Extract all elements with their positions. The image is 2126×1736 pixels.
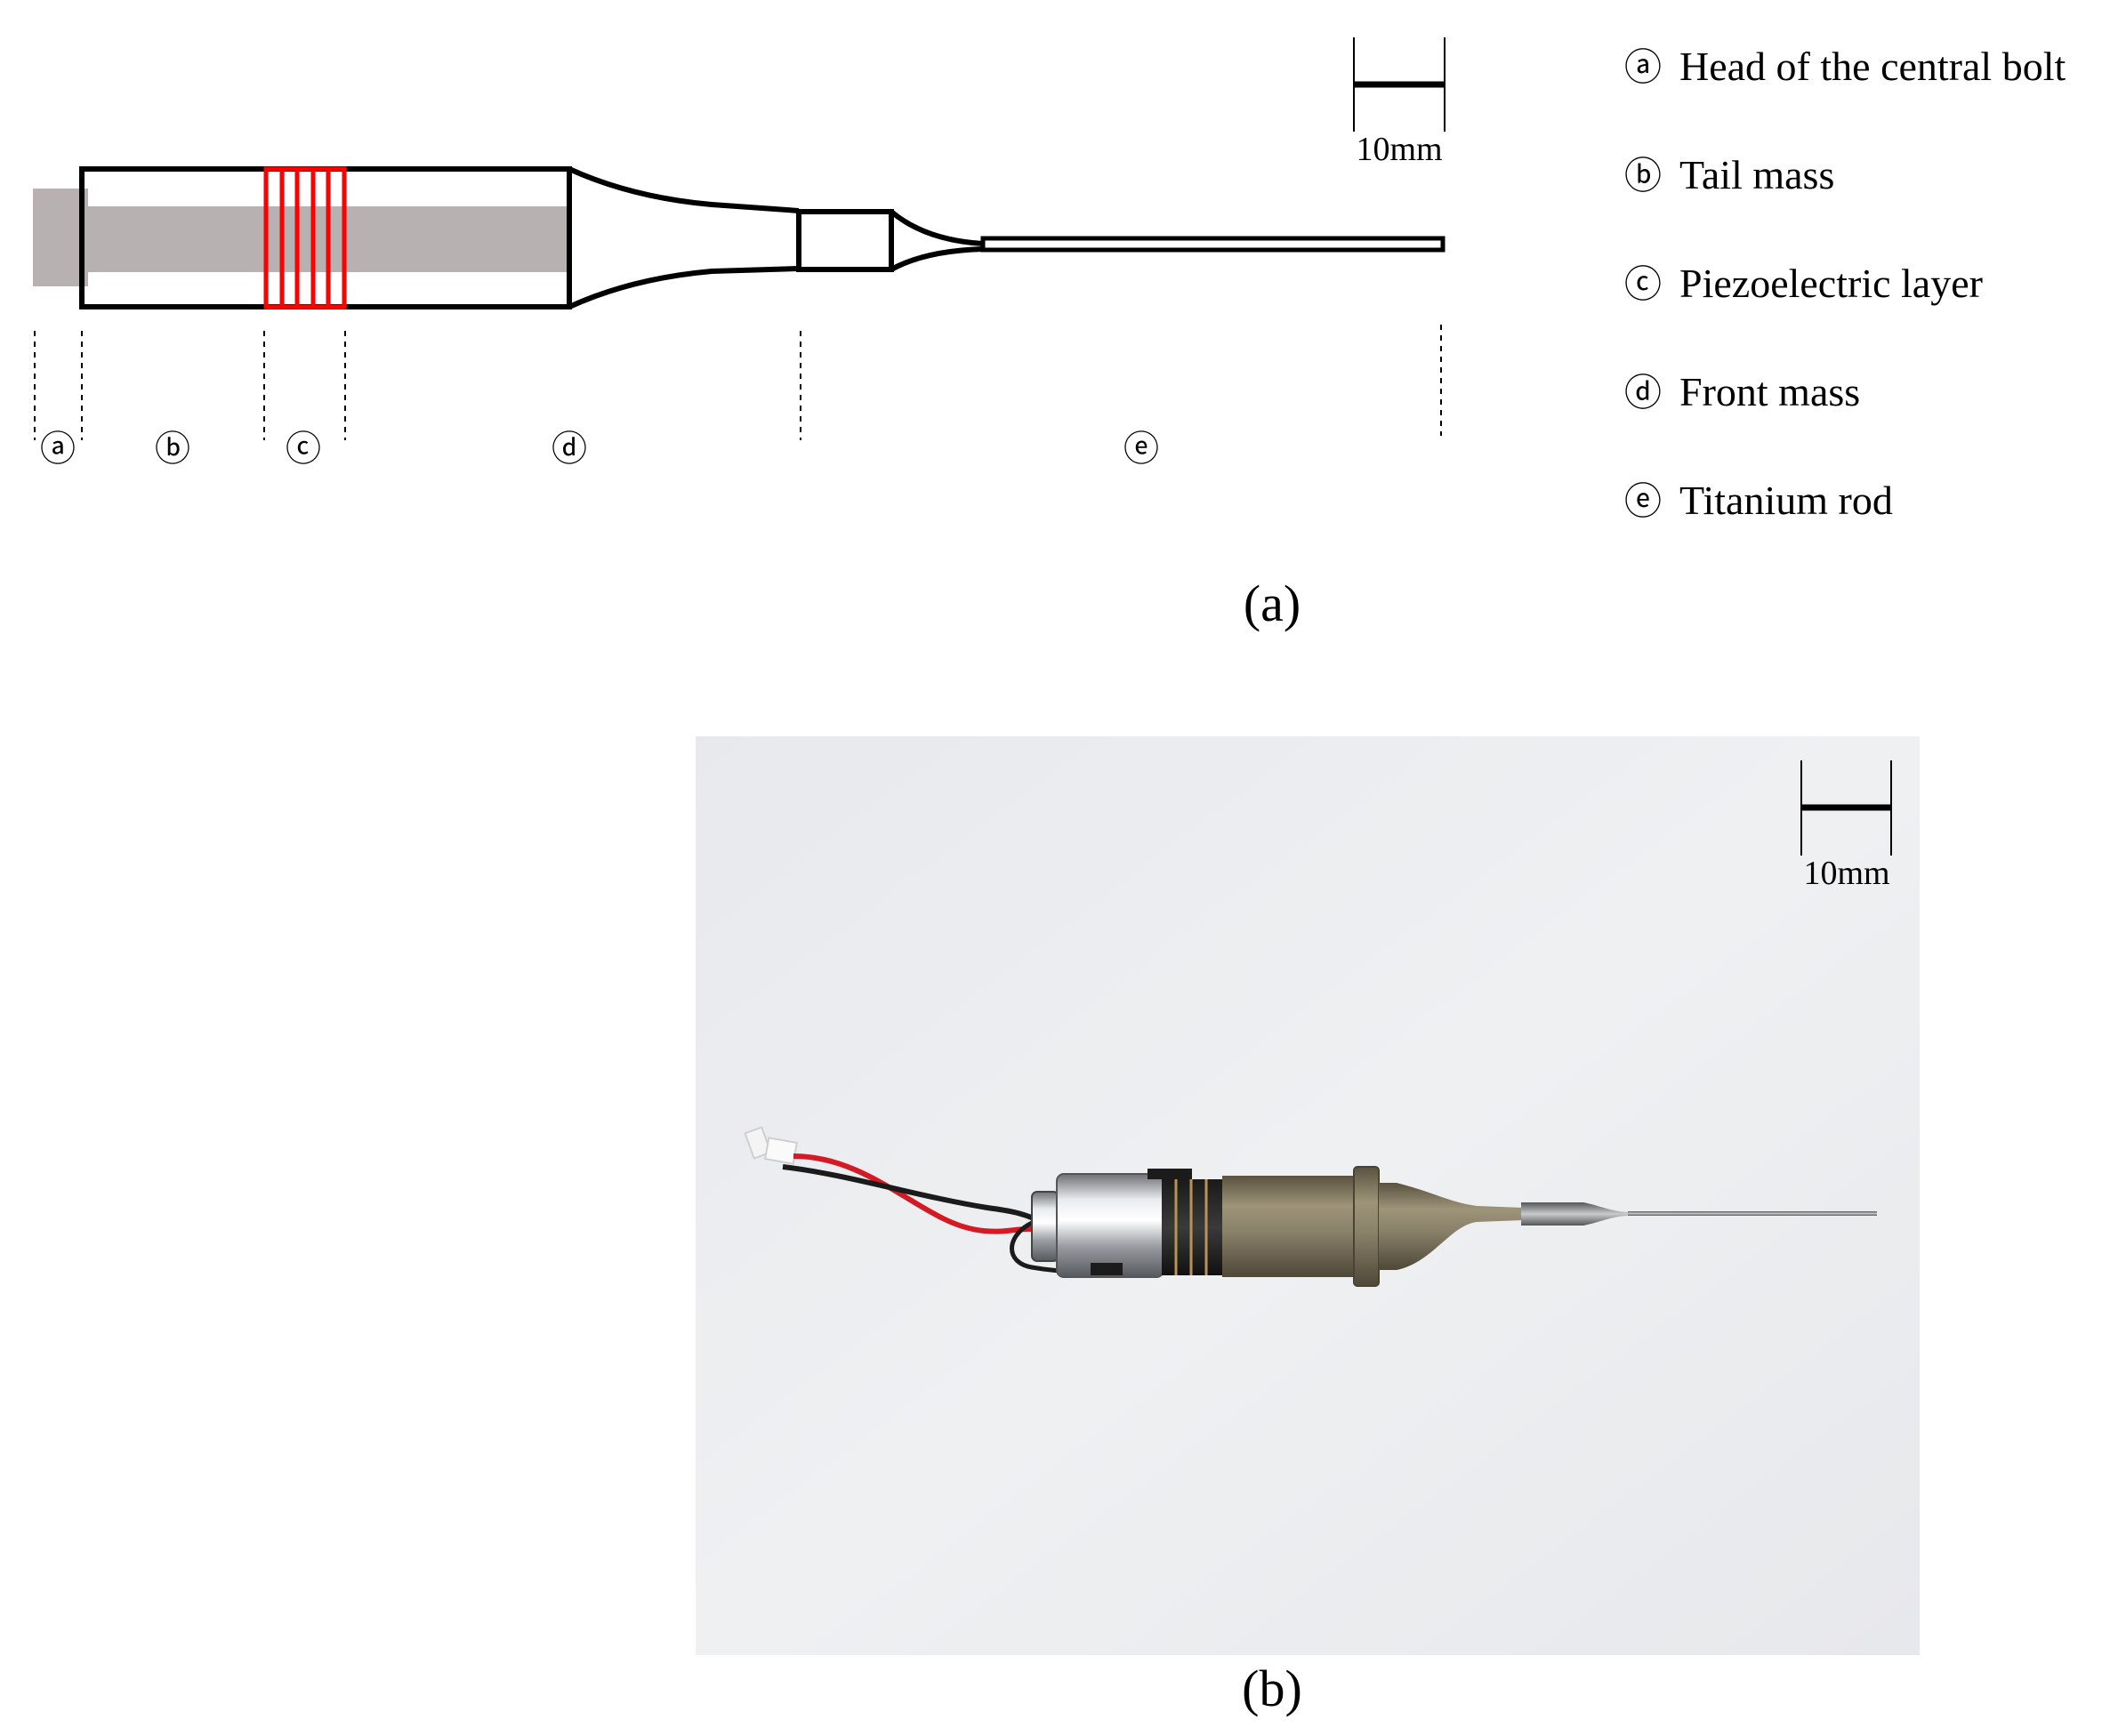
photo-collar [1521, 1202, 1583, 1226]
section-marker-b: ⓑ [155, 429, 190, 470]
central-bolt-shank [82, 206, 569, 272]
photo-horn [1397, 1183, 1523, 1270]
caption-b: (b) [1242, 1660, 1302, 1717]
photo-panel: 10mm [696, 736, 1920, 1655]
black-wire [782, 1164, 1035, 1221]
scale-bar-a [1353, 37, 1446, 132]
legend-text-d: Front mass [1679, 369, 1860, 414]
front-mass-horn [568, 166, 800, 309]
section-marker-e: ⓔ [1123, 429, 1159, 470]
legend-marker-b: ⓑ [1624, 154, 1662, 197]
front-mass-flange [1353, 1166, 1380, 1287]
scale-bar-a-label: 10mm [1356, 131, 1442, 168]
section-marker-c: ⓒ [286, 429, 321, 470]
bolt-nut [1031, 1191, 1059, 1262]
legend-text-c: Piezoelectric layer [1679, 261, 1983, 306]
legend: ⓐ Head of the central bolt ⓑ Tail mass ⓒ… [1624, 44, 2066, 523]
legend-text-e: Titanium rod [1679, 478, 1893, 523]
piezo-electrodes [1174, 1179, 1208, 1275]
wire-connector [744, 1126, 798, 1165]
legend-marker-e: ⓔ [1624, 479, 1662, 523]
scale-bar-b-label: 10mm [1803, 855, 1889, 892]
section-dividers [34, 325, 1442, 440]
legend-marker-d: ⓓ [1624, 371, 1662, 414]
caption-a: (a) [1244, 575, 1301, 632]
piezoelectric-stack [263, 166, 347, 309]
red-wire [793, 1153, 1033, 1234]
section-markers: ⓐ ⓑ ⓒ ⓓ ⓔ [40, 429, 1159, 470]
legend-text-a: Head of the central bolt [1679, 44, 2066, 89]
central-bolt-head [33, 189, 88, 286]
front-mass [1222, 1176, 1354, 1277]
rod-taper [890, 209, 984, 272]
horn-collar [796, 209, 894, 272]
legend-marker-c: ⓒ [1624, 262, 1662, 306]
titanium-rod [980, 236, 1446, 253]
tail-mass [1056, 1173, 1164, 1278]
section-marker-a: ⓐ [40, 429, 76, 470]
legend-marker-a: ⓐ [1624, 45, 1662, 89]
scale-bar-b [1800, 760, 1892, 856]
transducer-photo [744, 1126, 1877, 1287]
section-marker-d: ⓓ [552, 429, 587, 470]
transducer-schematic: ⓐ ⓑ ⓒ ⓓ ⓔ 10mm [33, 37, 1446, 470]
legend-text-b: Tail mass [1679, 152, 1834, 197]
photo-titanium-rod [1628, 1211, 1877, 1216]
